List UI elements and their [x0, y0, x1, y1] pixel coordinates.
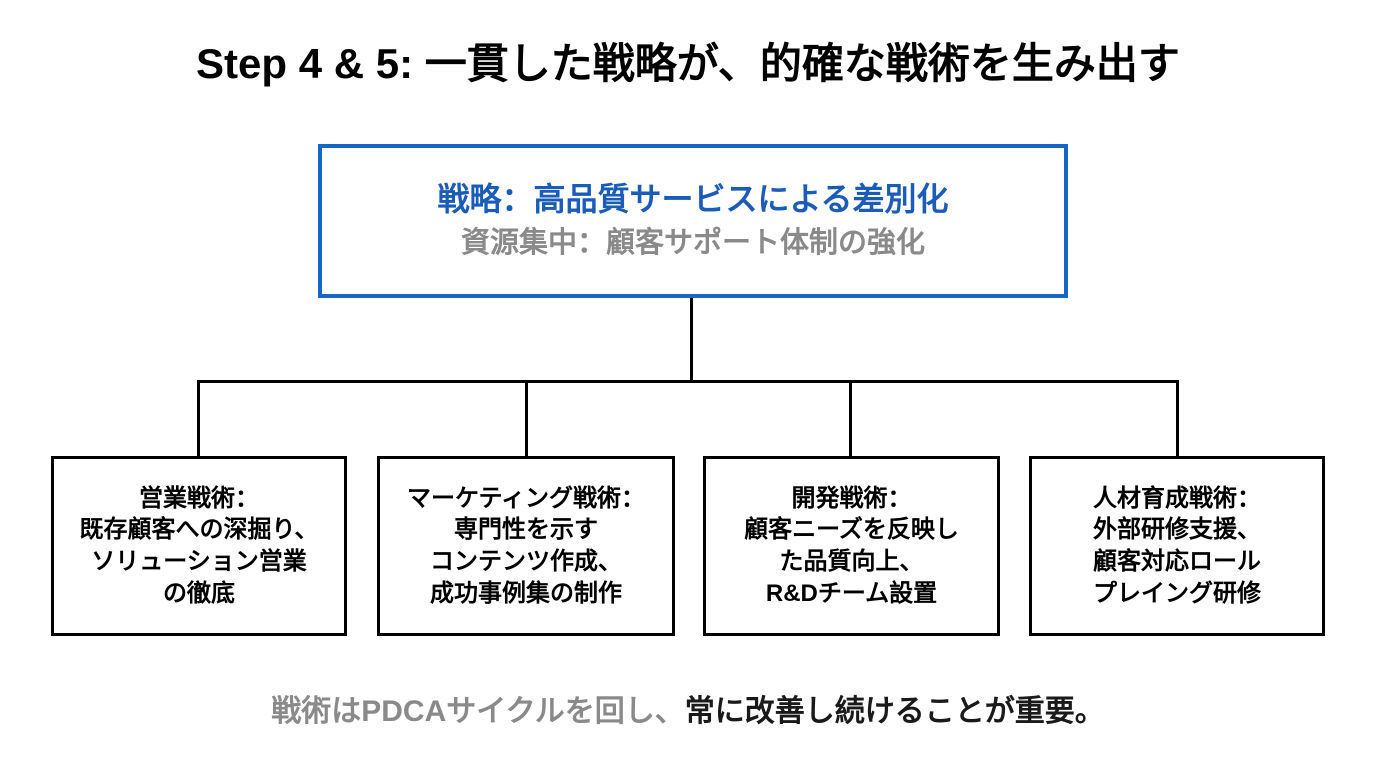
- tactic-label-marketing: マーケティング戦術： 専門性を示す コンテンツ作成、 成功事例集の制作: [406, 484, 646, 607]
- strategy-secondary-label: 資源集中：顧客サポート体制の強化: [460, 227, 925, 260]
- connector-drop-marketing: [525, 380, 528, 457]
- connector-drop-talent-development: [1176, 380, 1179, 457]
- tactic-box-marketing: マーケティング戦術： 専門性を示す コンテンツ作成、 成功事例集の制作: [377, 456, 675, 636]
- tactic-label-development: 開発戦術： 顧客ニーズを反映し た品質向上、 R&Dチーム設置: [744, 484, 959, 607]
- connector-horizontal-bus: [197, 380, 1179, 383]
- strategy-primary-label: 戦略：高品質サービスによる差別化: [437, 181, 949, 218]
- strategy-box: 戦略：高品質サービスによる差別化 資源集中：顧客サポート体制の強化: [318, 144, 1068, 298]
- tactic-label-talent-development: 人材育成戦術： 外部研修支援、 顧客対応ロール プレイング研修: [1093, 484, 1261, 607]
- footer-accent-text: 常に改善し続けることが重要。: [684, 695, 1105, 728]
- connector-drop-sales: [197, 380, 200, 457]
- footer-note: 戦術はPDCAサイクルを回し、常に改善し続けることが重要。: [0, 694, 1376, 730]
- connector-trunk-vertical: [690, 298, 693, 382]
- tactic-box-development: 開発戦術： 顧客ニーズを反映し た品質向上、 R&Dチーム設置: [703, 456, 1000, 636]
- footer-lead-text: 戦術はPDCAサイクルを回し、: [271, 695, 685, 728]
- page-title: Step 4 & 5: 一貫した戦略が、的確な戦術を生み出す: [196, 40, 1180, 87]
- tactic-box-talent-development: 人材育成戦術： 外部研修支援、 顧客対応ロール プレイング研修: [1029, 456, 1325, 636]
- connector-drop-development: [849, 380, 852, 457]
- tactic-label-sales: 営業戦術： 既存顧客への深掘り、 ソリューション営業 の徹底: [79, 484, 319, 607]
- tactic-box-sales: 営業戦術： 既存顧客への深掘り、 ソリューション営業 の徹底: [51, 456, 347, 636]
